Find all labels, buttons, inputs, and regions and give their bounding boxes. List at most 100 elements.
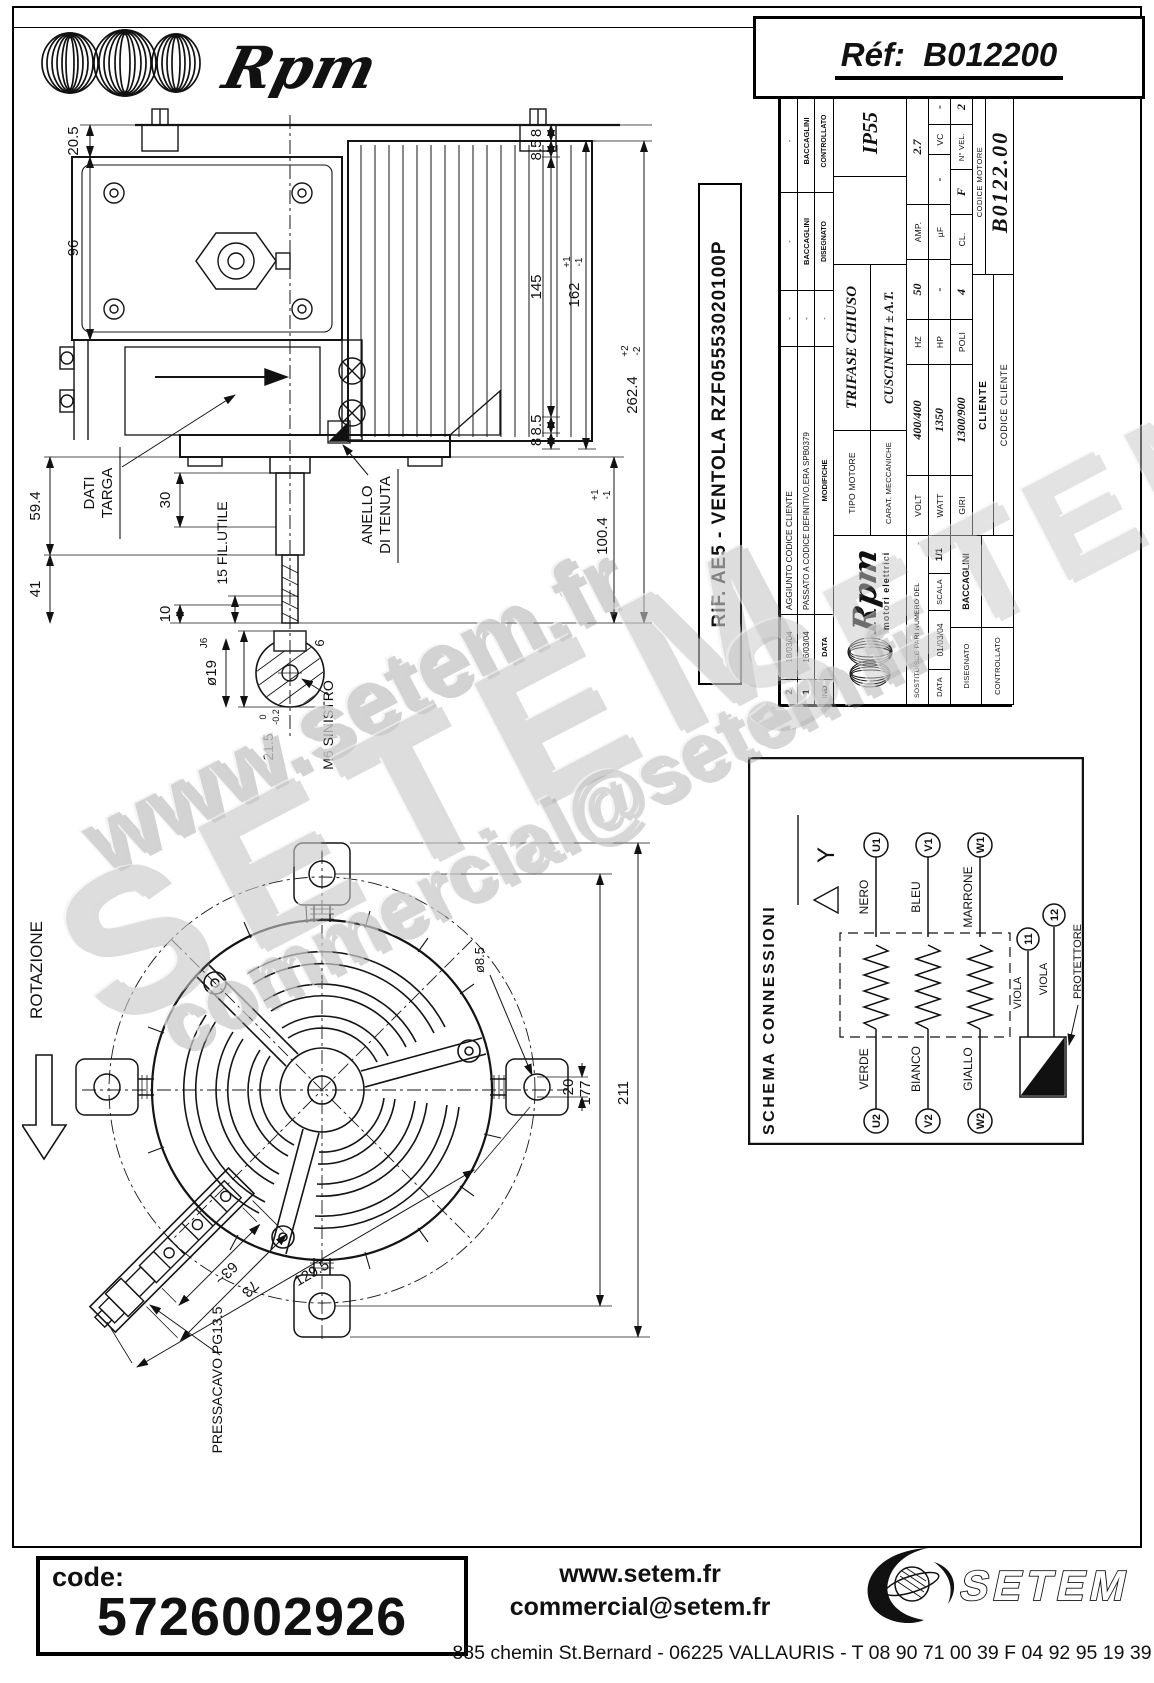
- rpm-coils-small-icon: [847, 637, 893, 688]
- tb-codice-cliente: CODICE CLIENTE: [993, 274, 1014, 536]
- tb-cliente: CLIENTE: [972, 274, 994, 536]
- rev-hdr: DATA: [814, 614, 834, 680]
- dim-label: 73: [238, 1277, 262, 1301]
- tb-uf-value: -: [928, 154, 951, 205]
- rev-date: 18/03/04: [780, 614, 798, 680]
- ref-text: Réf: B012200: [834, 35, 1064, 80]
- rpm-coils-icon: [41, 29, 201, 97]
- rev-sig: -: [780, 290, 798, 347]
- dim-tol: -0.2: [271, 709, 281, 725]
- tb-cl-value: F: [950, 169, 973, 215]
- dimension-labels: 20.5 96 59.4 41 30 10 15 FIL.UTILE 8 8.5…: [30, 126, 643, 769]
- dim-label: 21.5: [260, 733, 276, 760]
- rev-date: 16/03/04: [797, 614, 815, 680]
- ref-spacer: [905, 36, 923, 73]
- dim-tol: +2: [620, 345, 631, 357]
- code-value: 5726002926: [96, 1587, 408, 1647]
- tb-cl-label: CL.: [950, 214, 973, 265]
- tb-carat-value: CUSCINETTI ± A.T.: [870, 264, 907, 431]
- dim-tol: -1: [602, 490, 613, 499]
- tb-nvel-label: N° VEL.: [950, 124, 973, 170]
- tb-amp-label: AMP.: [906, 204, 929, 260]
- protettore-label: PROTETTORE: [1072, 924, 1084, 999]
- philips-screws: [338, 357, 366, 427]
- note-label: PRESSACAVO PG13.5: [209, 1306, 225, 1453]
- tb-sostituisce-label: SOSTITUISCE PARI NUMERO DEL: [914, 582, 921, 698]
- wire-bleu: BLEU: [909, 881, 923, 912]
- ref-box: Réf: B012200: [753, 16, 1145, 99]
- rpm-logo-text: Rpm: [215, 34, 384, 98]
- rev-sig: -: [780, 89, 798, 193]
- star-symbol: Y: [813, 847, 840, 863]
- rev-sig: -: [780, 192, 798, 291]
- wire-marrone: MARRONE: [961, 866, 975, 927]
- footer-site: www.setem.fr: [559, 1560, 721, 1588]
- direction-arrow: [264, 368, 290, 386]
- dim-label: 177: [577, 1080, 594, 1105]
- tb-volt-label: VOLT: [906, 475, 929, 536]
- setem-logo: SETEM: [867, 1548, 1137, 1623]
- tb-sostituisce-value: -: [912, 542, 923, 545]
- tb-codice-motore-label: CODICE MOTORE: [972, 89, 986, 275]
- terminal-box-screws: [103, 182, 313, 320]
- tb-tipo-value: TRIFASE CHIUSO: [833, 264, 871, 431]
- rev-hdr: DISEGNATO: [814, 192, 834, 291]
- tb-sostituisce: SOSTITUISCE PARI NUMERO DEL -: [906, 535, 929, 705]
- dim-label: 8: [528, 129, 545, 137]
- dim-label: 96: [65, 240, 82, 257]
- code-label: code:: [52, 1562, 125, 1592]
- terminal-u1: U1: [871, 838, 883, 852]
- tb-hp-label: HP: [928, 319, 951, 365]
- dim-label: 8.5: [528, 140, 545, 161]
- tb-disegnato-value: BACCAGLINI: [950, 535, 982, 628]
- rif-text: RIF. AE5 - VENTOLA RZF05553020100P: [709, 240, 730, 628]
- rev-note: AGGIUNTO CODICE CLIENTE: [780, 346, 798, 615]
- rev-sig: BACCAGLINI: [797, 89, 815, 193]
- tb-scala-value: 1/1: [928, 535, 951, 574]
- tb-vc-label: VC: [928, 124, 951, 155]
- seal-ring: [327, 420, 351, 444]
- footer-address: 885 chemin St.Bernard - 06225 VALLAURIS …: [452, 1642, 1152, 1664]
- dim-label: 6: [312, 639, 327, 646]
- terminal-w1: W1: [975, 837, 987, 854]
- terminal-v2: V2: [923, 1114, 935, 1127]
- tb-tipo-label: TIPO MOTORE: [833, 430, 871, 536]
- dim-label: 15 FIL.UTILE: [214, 501, 230, 584]
- code-box: code: 5726002926: [36, 1556, 468, 1656]
- note-label: DATI: [81, 476, 98, 509]
- footer-contacts: www.setem.fr commercial@setem.fr: [470, 1558, 810, 1623]
- tb-giri-label: GIRI: [950, 475, 973, 536]
- dim-label: 8.5: [528, 415, 545, 436]
- rev-hdr: -: [814, 290, 834, 347]
- tb-giri-value: 1300/900: [950, 364, 973, 476]
- note-label: ANELLO: [359, 485, 376, 544]
- rev-hdr: CONTROLLATO: [814, 89, 834, 193]
- fan-dimensions: [106, 842, 650, 1368]
- wire-giallo: GIALLO: [961, 1047, 975, 1090]
- sheet-border-topline: [12, 27, 1142, 28]
- rotation-arrow-icon: [22, 1054, 68, 1161]
- tb-controllato-label: CONTROLLATO: [981, 627, 1014, 705]
- schema-svg: SCHEMA CONNESSIONI Y: [747, 756, 1085, 1146]
- title-block: 2 18/03/04 AGGIUNTO CODICE CLIENTE - - -…: [778, 89, 1014, 707]
- rev-ind: 2: [780, 679, 798, 705]
- dim-label: 41: [30, 581, 44, 598]
- terminal-11: 11: [1023, 933, 1035, 945]
- wire-viola-2: VIOLA: [1038, 962, 1050, 995]
- tb-hz-value: 50: [906, 259, 929, 320]
- rotation-label: ROTAZIONE: [27, 921, 46, 1019]
- schema-title: SCHEMA CONNESSIONI: [761, 905, 778, 1135]
- ref-label: Réf:: [840, 35, 905, 73]
- cable-gland: [195, 232, 291, 290]
- rif-box: RIF. AE5 - VENTOLA RZF05553020100P: [698, 183, 742, 685]
- wire-verde: VERDE: [857, 1048, 871, 1089]
- dim-label: 20: [560, 1079, 577, 1096]
- fan-view-drawing: 73 63~ ROTAZIONE 177 211 20 ø8.5 1: [22, 842, 650, 1453]
- wire-viola-1: VIOLA: [1012, 976, 1024, 1009]
- fan-labels: ROTAZIONE 177 211 20 ø8.5 129.5 PRESSACA…: [27, 921, 632, 1453]
- tb-amp-value: 2.7: [906, 89, 929, 205]
- star-delta-icons: [797, 815, 839, 915]
- setem-logo-text: SETEM: [956, 1562, 1136, 1608]
- schema-connessioni: SCHEMA CONNESSIONI Y: [747, 756, 1085, 1146]
